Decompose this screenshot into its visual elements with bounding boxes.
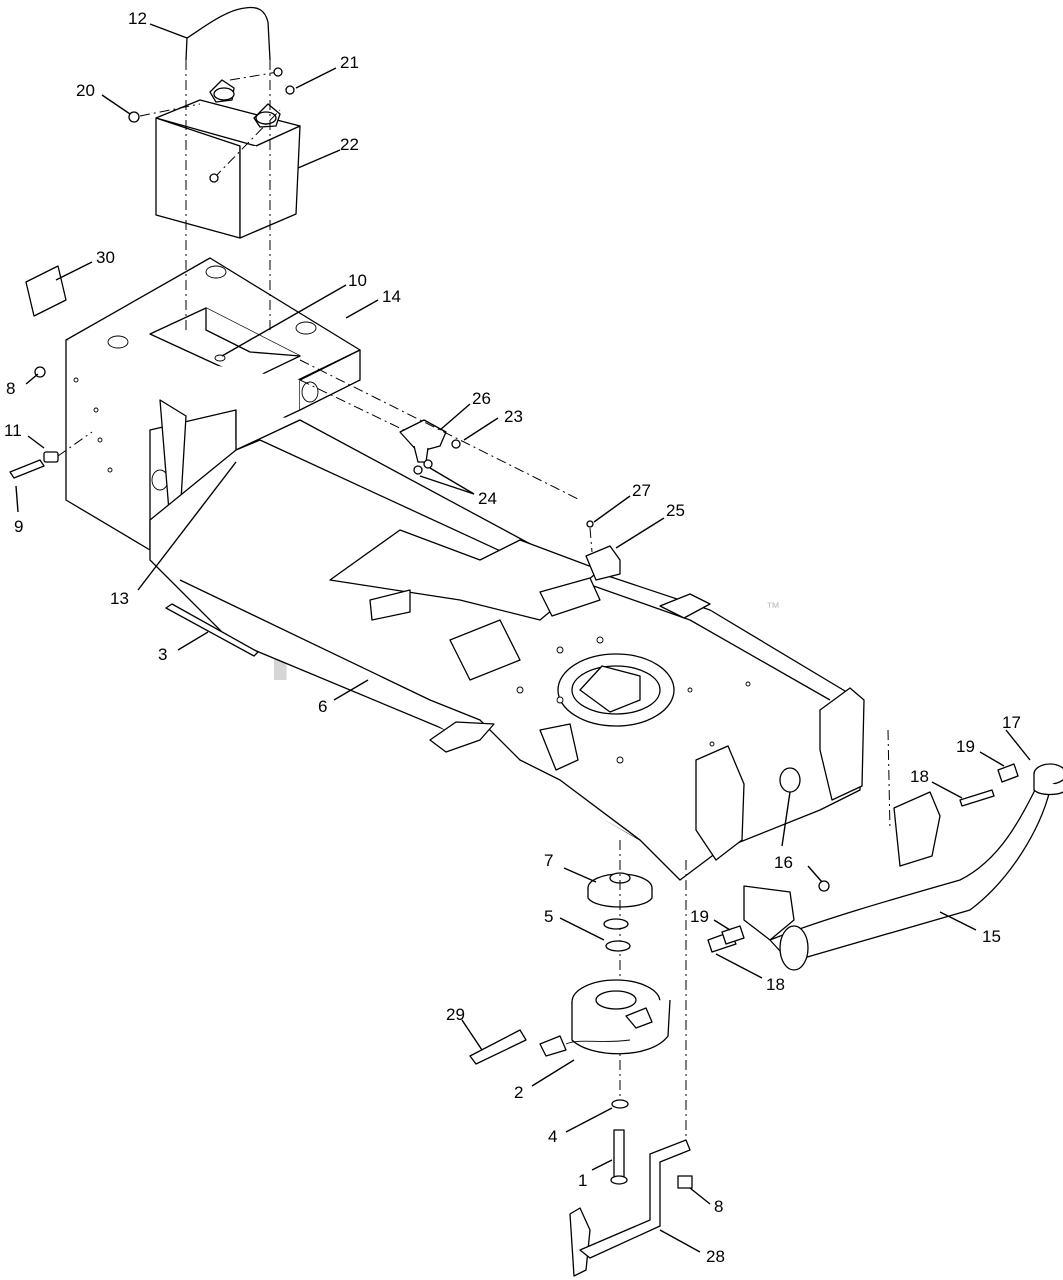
pulley-part [587, 840, 653, 1100]
callout-24: 24 [478, 489, 497, 508]
callout-19-lower: 19 [690, 907, 709, 926]
grip-part [1033, 763, 1063, 796]
callout-10: 10 [348, 271, 367, 290]
battery-strap-part [185, 6, 271, 61]
callout-19-right: 19 [956, 737, 975, 756]
pto-clutch-part [539, 979, 671, 1057]
callout-18-right: 18 [910, 767, 929, 786]
decal-part [25, 265, 67, 317]
callout-labels: 12 20 21 22 30 10 14 8 11 9 13 26 23 24 … [4, 9, 1021, 1266]
callout-6: 6 [318, 697, 327, 716]
callout-5: 5 [544, 907, 553, 926]
callout-18-lower: 18 [766, 975, 785, 994]
watermark-trademark: ™ [766, 599, 780, 615]
callout-27: 27 [632, 481, 651, 500]
callout-16: 16 [774, 853, 793, 872]
callout-7: 7 [544, 851, 553, 870]
clutch-bracket-part [569, 860, 693, 1277]
switch-part [585, 520, 621, 581]
callout-15: 15 [982, 927, 1001, 946]
callout-23: 23 [504, 407, 523, 426]
spring-part [469, 1029, 527, 1065]
callout-14: 14 [382, 287, 401, 306]
bumper-part [743, 729, 1051, 971]
leader-lines [15, 23, 1031, 1253]
callout-29: 29 [446, 1005, 465, 1024]
cable-tie-part [165, 603, 259, 657]
callout-12: 12 [128, 9, 147, 28]
callout-3: 3 [158, 645, 167, 664]
callout-26: 26 [472, 389, 491, 408]
callout-20: 20 [76, 81, 95, 100]
callout-9: 9 [14, 517, 23, 536]
callout-8-left: 8 [6, 379, 15, 398]
clutch-bolt-part [610, 1099, 629, 1185]
callout-1: 1 [578, 1171, 587, 1190]
callout-25: 25 [666, 501, 685, 520]
bolts-right-part [707, 763, 1019, 953]
callout-8-lower: 8 [714, 1197, 723, 1216]
callout-28: 28 [706, 1247, 725, 1266]
main-frame-part [149, 419, 865, 881]
callout-13: 13 [110, 589, 129, 608]
callout-30: 30 [96, 248, 115, 267]
callout-4: 4 [548, 1127, 557, 1146]
callout-2: 2 [514, 1083, 523, 1102]
washers-part [603, 918, 631, 952]
callout-22: 22 [340, 135, 359, 154]
callout-11: 11 [4, 421, 22, 440]
battery-part [128, 67, 301, 239]
callout-17: 17 [1002, 713, 1021, 732]
pivot-bracket-part [299, 379, 461, 475]
callout-21: 21 [340, 53, 359, 72]
